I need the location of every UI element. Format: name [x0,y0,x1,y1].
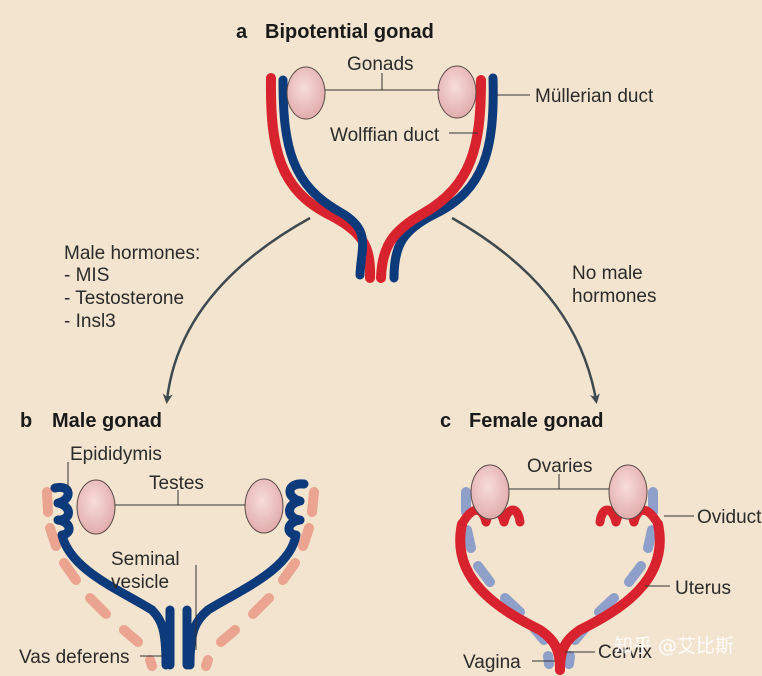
male-hormone-insl3: - Insl3 [64,311,116,332]
mullerian-duct-label: Müllerian duct [535,86,654,107]
male-hormone-mis: - MIS [64,265,109,286]
ovary-left [470,464,510,520]
no-male-hormones-line1: No male [572,263,643,284]
gonad-right [437,65,477,119]
panel-b-title: Male gonad [52,410,162,432]
seminal-vesicle-line1: Seminal [111,549,180,570]
panel-b-letter: b [20,410,32,432]
panel-a-title: Bipotential gonad [265,21,434,43]
wolffian-duct-right [389,73,498,283]
epididymis-vas-deferens-right [185,479,309,670]
regressed-mullerian-left [42,487,157,671]
gonads-label: Gonads [347,54,414,75]
gonad-left [286,66,326,120]
oviduct-label: Oviduct [697,507,762,528]
development-arrows: Male hormones: - MIS - Testosterone - In… [64,216,657,404]
ovary-right [608,464,648,520]
testes-label: Testes [149,473,204,494]
wolffian-duct-left [278,75,368,280]
epididymis-label: Epididymis [70,444,162,465]
gonads-leader [325,73,440,91]
male-hormones-heading: Male hormones: [64,243,200,264]
no-male-hormones-line2: hormones [572,286,657,307]
regressed-mullerian-right [201,487,319,671]
panel-a-letter: a [236,21,248,43]
panel-a: a Bipotential gonad Gonads Müllerian duc… [236,21,654,283]
watermark-text: 知乎 @艾比斯 [614,635,734,657]
panel-c-letter: c [440,410,451,432]
cervix-label: Cervix [598,642,652,663]
ovaries-label: Ovaries [527,456,592,477]
panel-b: b Male gonad [19,410,319,671]
male-path-arrow [162,216,311,404]
testis-left [76,479,116,535]
panel-c: c Female gonad [440,410,762,675]
seminal-vesicle-line2: vesicle [111,572,169,593]
panel-c-title: Female gonad [469,410,603,432]
epididymis-vas-deferens-left [50,482,171,670]
ovaries-leader [509,474,609,490]
male-hormone-testosterone: - Testosterone [64,288,184,309]
vagina-label: Vagina [463,652,521,673]
vas-deferens-label: Vas deferens [19,647,130,668]
testes-leader [115,490,245,506]
regressed-wolffian-left [461,487,554,669]
uterus-left-horn [455,519,565,675]
wolffian-duct-label: Wolffian duct [330,125,440,146]
female-path-arrow [451,216,600,404]
uterus-right-horn [555,519,665,675]
mullerian-duct-right [376,75,486,283]
testis-right [244,478,284,534]
uterus-label: Uterus [675,578,731,599]
